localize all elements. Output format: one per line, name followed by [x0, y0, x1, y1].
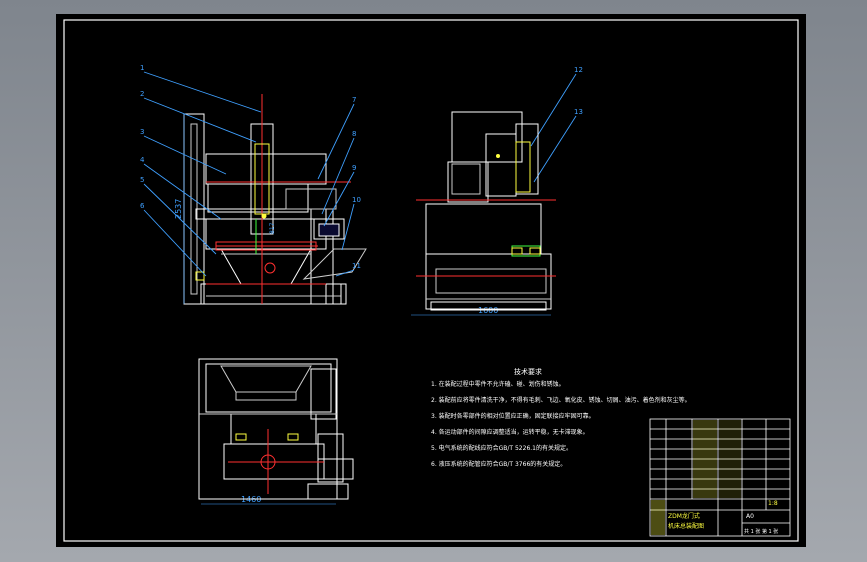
callout-5: 5 [140, 176, 144, 184]
callout-4: 4 [140, 156, 145, 164]
technical-notes: 技术要求 1. 在装配过程中零件不允许磕、碰、划伤和锈蚀。 2. 装配前应将零件… [431, 367, 691, 468]
front-view-highlights [195, 94, 351, 304]
dimension-lines [183, 114, 551, 505]
callout-9: 9 [352, 164, 356, 172]
dim-height-front: 2537 [174, 199, 183, 219]
callout-6: 6 [140, 202, 145, 210]
callout-1: 1 [140, 64, 144, 72]
callout-13: 13 [574, 108, 583, 116]
dim-spindle: 817 [269, 222, 276, 234]
top-view-highlights [228, 429, 324, 494]
note-line-4: 4. 各运动部件的间隙应调整适当，运转平稳，无卡滞现象。 [431, 428, 589, 436]
note-line-5: 5. 电气系统的配线应符合GB/T 5226.1的有关规定。 [431, 444, 572, 452]
callout-labels: 1 2 3 4 5 6 7 8 9 10 11 12 13 [140, 64, 583, 270]
note-line-2: 2. 装配前应将零件清洗干净，不得有毛刺、飞边、氧化皮、锈蚀、切屑、油污、着色剂… [431, 396, 691, 404]
drawing-subtitle: 机床总装配图 [668, 522, 704, 530]
assembly-drawing: 1 2 3 4 5 6 7 8 9 10 11 12 13 2537 817 1… [63, 19, 799, 542]
title-block-text: ZDM龙门式 机床总装配图 1:8 A0 共 1 张 第 1 张 [668, 500, 778, 535]
callout-3: 3 [140, 128, 144, 136]
drawing-title: ZDM龙门式 [668, 512, 700, 520]
side-view [425, 111, 552, 311]
callout-8: 8 [352, 130, 356, 138]
title-block-fills [651, 420, 741, 535]
callout-7: 7 [352, 96, 356, 104]
callout-12: 12 [574, 66, 583, 74]
side-view-highlights [416, 141, 556, 277]
drawing-sheet: 1 2 3 4 5 6 7 8 9 10 11 12 13 2537 817 1… [56, 14, 806, 547]
callout-10: 10 [352, 196, 361, 204]
dimension-labels: 2537 817 1600 1460 [174, 199, 498, 504]
note-line-3: 3. 装配时各零部件的相对位置应正确，固定联接应牢固可靠。 [431, 412, 595, 420]
callout-leaders [143, 71, 577, 277]
scale-value: 1:8 [768, 500, 778, 507]
sheet-code: A0 [746, 513, 754, 520]
sheet-info: 共 1 张 第 1 张 [744, 528, 778, 535]
callout-11: 11 [352, 262, 361, 270]
notes-heading: 技术要求 [514, 367, 542, 376]
inner-border [63, 19, 799, 542]
top-view [198, 358, 354, 500]
note-line-1: 1. 在装配过程中零件不允许磕、碰、划伤和锈蚀。 [431, 380, 565, 388]
callout-2: 2 [140, 90, 144, 98]
title-block [649, 418, 791, 537]
note-line-6: 6. 液压系统的配管应符合GB/T 3766的有关规定。 [431, 460, 566, 468]
